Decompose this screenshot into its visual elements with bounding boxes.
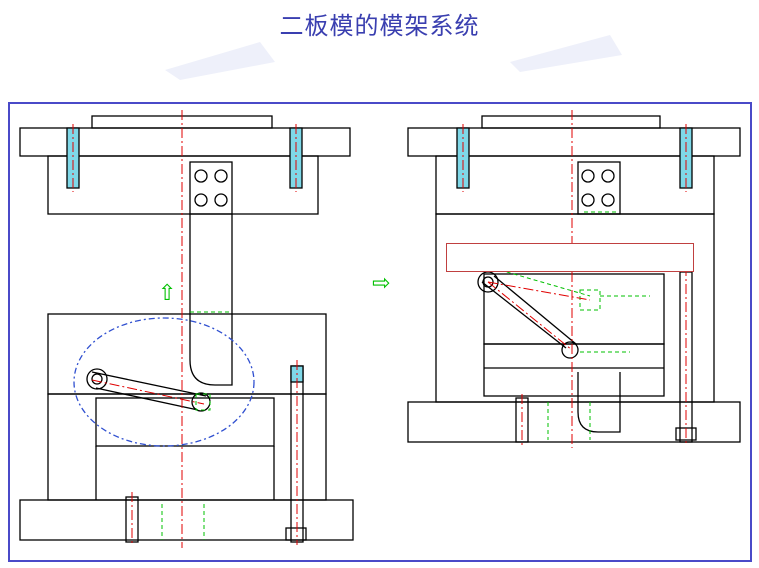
hidden-lines [161, 211, 650, 540]
highlight-box [446, 243, 694, 272]
slide-title: 二板模的模架系统 [279, 12, 480, 40]
watermark [165, 35, 622, 80]
right-arrow-icon: ⇨ [372, 271, 390, 296]
diagram-frame [8, 102, 752, 562]
up-arrow-icon: ⇧ [158, 281, 176, 306]
right-mold-view [407, 115, 741, 443]
center-lines [72, 110, 687, 548]
highlight-ellipse [73, 317, 255, 447]
left-mold-view [19, 115, 354, 543]
